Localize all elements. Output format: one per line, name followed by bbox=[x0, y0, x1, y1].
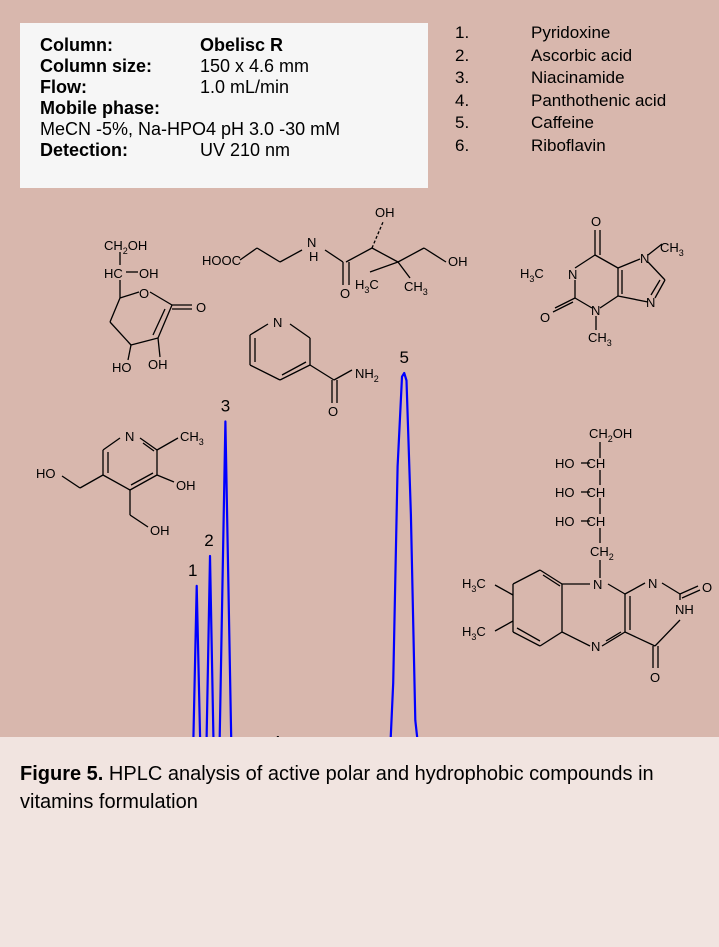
riboflavin-h3c-1-label: H3C bbox=[462, 576, 486, 594]
ascorbic-oh2-label: OH bbox=[148, 357, 168, 372]
riboflavin-nh-label: NH bbox=[675, 602, 694, 617]
legend-number: 5. bbox=[455, 113, 470, 132]
panto-h3c-label: H3C bbox=[355, 277, 379, 295]
flow-label: Flow: bbox=[40, 77, 87, 97]
panto-oh-label: OH bbox=[375, 205, 395, 220]
flow-value: 1.0 mL/min bbox=[200, 77, 290, 97]
legend-number: 6. bbox=[455, 135, 470, 155]
caption-figure-number: Figure 5. bbox=[20, 763, 104, 785]
caffeine-ch3b-label: CH3 bbox=[588, 330, 612, 348]
pyridoxine-ho-label: HO bbox=[36, 466, 56, 481]
riboflavin-o2-label: O bbox=[702, 580, 712, 595]
panto-h-label: H bbox=[309, 249, 318, 264]
flow-row: Flow: 1.0 mL/min bbox=[40, 77, 289, 98]
niacin-nh2-label: NH2 bbox=[355, 366, 379, 384]
legend-name: Pyridoxine bbox=[531, 23, 611, 42]
legend-number: 3. bbox=[455, 68, 470, 87]
caffeine-ch3-label: CH3 bbox=[660, 240, 684, 258]
mobile-phase-value: MeCN -5%, Na-HPO4 pH 3.0 -30 mM bbox=[40, 119, 341, 139]
chromatogram-trace bbox=[192, 371, 419, 737]
riboflavin-ch2-label: CH2 bbox=[590, 544, 614, 562]
caffeine-h3c-label: H3C bbox=[520, 266, 544, 284]
peak-label: 5 bbox=[400, 348, 409, 367]
caption-text: HPLC analysis of active polar and hydrop… bbox=[20, 763, 654, 813]
mobile-phase-label: Mobile phase: bbox=[40, 98, 161, 118]
pyridoxine-oh2-label: OH bbox=[150, 523, 170, 538]
column-size-label: Column size: bbox=[40, 56, 153, 76]
legend-name: Panthothenic acid bbox=[531, 90, 667, 110]
ascorbic-ch2oh-label: CH2OH bbox=[104, 238, 147, 256]
column-label: Column: bbox=[40, 35, 113, 55]
ascorbic-oh-label: OH bbox=[139, 266, 159, 281]
legend-number: 2. bbox=[455, 45, 470, 65]
pyridoxine-oh-label: OH bbox=[176, 478, 196, 493]
peak-label: 3 bbox=[221, 397, 230, 416]
mobile-phase-row: Mobile phase: bbox=[40, 98, 160, 119]
peak-label: 4 bbox=[271, 733, 280, 737]
panto-oh2-label: OH bbox=[448, 254, 468, 269]
peak-labels: 123456 bbox=[188, 348, 409, 737]
detection-label: Detection: bbox=[40, 140, 129, 160]
caffeine-n9-label: N bbox=[646, 295, 655, 310]
pyridoxine-ch3-label: CH3 bbox=[180, 429, 204, 447]
riboflavin-h3c-2-label: H3C bbox=[462, 624, 486, 642]
panto-ch3-label: CH3 bbox=[404, 279, 428, 297]
riboflavin-o4-label: O bbox=[650, 670, 660, 685]
pyridoxine-n-label: N bbox=[125, 429, 134, 444]
chemical-structures: CH2OH HC OH O O HO OH HOOC N H OH OH O H… bbox=[36, 205, 712, 685]
chromatogram-chart: 02.557.51012.5min 123456 bbox=[188, 348, 419, 737]
panto-hooc-label: HOOC bbox=[202, 253, 241, 268]
niacin-o-label: O bbox=[328, 404, 338, 419]
ascorbic-carbonyl-o-label: O bbox=[196, 300, 206, 315]
riboflavin-n1-label: N bbox=[648, 576, 657, 591]
legend-number: 1. bbox=[455, 23, 470, 42]
caffeine-n7-label: N bbox=[640, 251, 649, 266]
legend-name: Niacinamide bbox=[531, 68, 625, 87]
panto-n-label: N bbox=[307, 235, 316, 250]
peak-label: 2 bbox=[204, 531, 213, 550]
ascorbic-hc-label: HC bbox=[104, 266, 123, 281]
riboflavin-ch2oh-label: CH2OH bbox=[589, 426, 632, 444]
figure-caption: Figure 5. HPLC analysis of active polar … bbox=[20, 760, 700, 816]
ascorbic-ring-o-label: O bbox=[139, 286, 149, 301]
column-size-row: Column size: 150 x 4.6 mm bbox=[40, 56, 309, 77]
caffeine-n3-label: N bbox=[591, 303, 600, 318]
caffeine-n1-label: N bbox=[568, 267, 577, 282]
detection-value: UV 210 nm bbox=[200, 140, 291, 160]
panto-o-label: O bbox=[340, 286, 350, 301]
legend-number: 4. bbox=[455, 90, 470, 110]
caffeine-o-label: O bbox=[591, 214, 601, 229]
caffeine-o2-label: O bbox=[540, 310, 550, 325]
column-row: Column: Obelisc R bbox=[40, 35, 283, 56]
legend-name: Caffeine bbox=[531, 113, 595, 132]
riboflavin-n5-label: N bbox=[591, 639, 600, 654]
column-size-value: 150 x 4.6 mm bbox=[200, 56, 310, 76]
riboflavin-n10-label: N bbox=[593, 577, 602, 592]
legend-name: Riboflavin bbox=[531, 135, 606, 155]
column-value: Obelisc R bbox=[200, 35, 284, 55]
legend-name: Ascorbic acid bbox=[531, 45, 633, 65]
detection-row: Detection: UV 210 nm bbox=[40, 140, 290, 161]
niacin-n-label: N bbox=[273, 315, 282, 330]
ascorbic-ho-label: HO bbox=[112, 360, 132, 375]
peak-label: 1 bbox=[188, 561, 197, 580]
conditions-box: Column: Obelisc R Column size: 150 x 4.6 m… bbox=[20, 23, 428, 188]
